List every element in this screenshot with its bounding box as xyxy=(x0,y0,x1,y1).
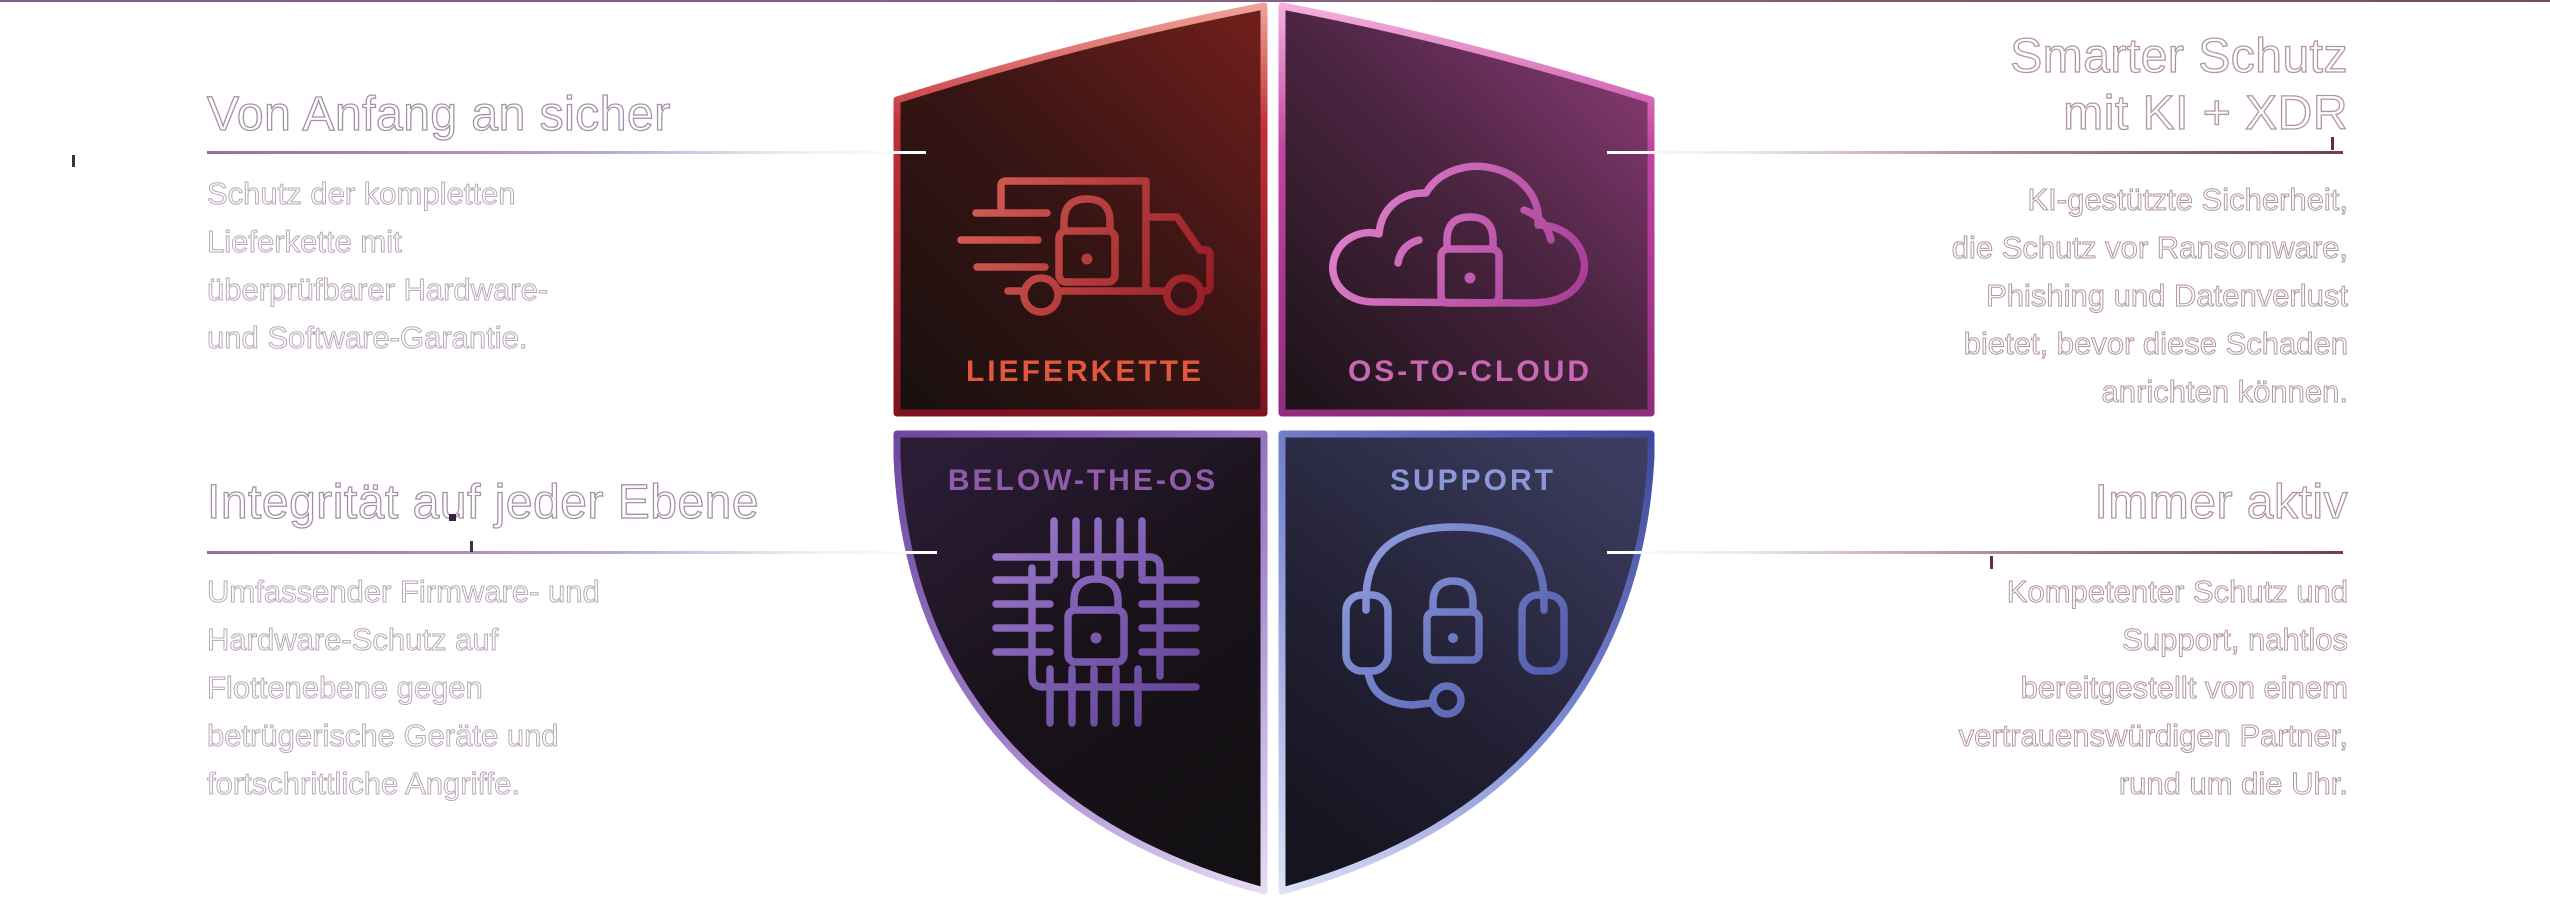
quadrant-label-support: SUPPORT xyxy=(1390,464,1556,497)
callout-body-top-right: KI-gestützte Sicherheit, die Schutz vor … xyxy=(1951,182,2348,410)
dot-artifact xyxy=(449,514,456,521)
quadrant-label-os-to-cloud: OS-TO-CLOUD xyxy=(1348,355,1592,388)
callout-title-top-left: Von Anfang an sicher xyxy=(206,87,671,141)
tick-mark-top-left xyxy=(72,155,75,167)
quadrant-label-below-the-os: BELOW-THE-OS xyxy=(948,464,1218,497)
leader-line-bottom-right xyxy=(1607,551,2343,554)
tick-mark-top-right xyxy=(2331,137,2334,150)
callout-body-bottom-right: Kompetenter Schutz und Support, nahtlos … xyxy=(1958,574,2348,802)
shield-panel-os-to-cloud xyxy=(1278,2,1655,417)
headset-lock-icon xyxy=(1342,523,1568,718)
leader-line-bottom-left xyxy=(207,551,937,554)
callout-title-bottom-right: Immer aktiv xyxy=(2094,475,2348,529)
callout-body-bottom-left: Umfassender Firmware- und Hardware-Schut… xyxy=(207,574,601,802)
tick-mark-bottom-right xyxy=(1990,556,1993,569)
truck-lock-icon xyxy=(957,177,1214,316)
callout-title-bottom-left: Integrität auf jeder Ebene xyxy=(206,475,760,529)
callout-title-top-right: Smarter Schutz mit KI + XDR xyxy=(2010,29,2349,140)
leader-line-top-right xyxy=(1607,151,2343,154)
shield-panel-lieferkette xyxy=(893,2,1268,417)
callout-body-top-left: Schutz der kompletten Lieferkette mit üb… xyxy=(207,176,549,356)
tick-mark-bottom-left xyxy=(470,541,473,552)
quadrant-label-lieferkette: LIEFERKETTE xyxy=(966,355,1204,388)
leader-line-top-left xyxy=(207,151,926,154)
divider-line xyxy=(0,0,2550,2)
cloud-lock-icon xyxy=(1329,162,1589,307)
chip-lock-icon xyxy=(992,517,1200,727)
